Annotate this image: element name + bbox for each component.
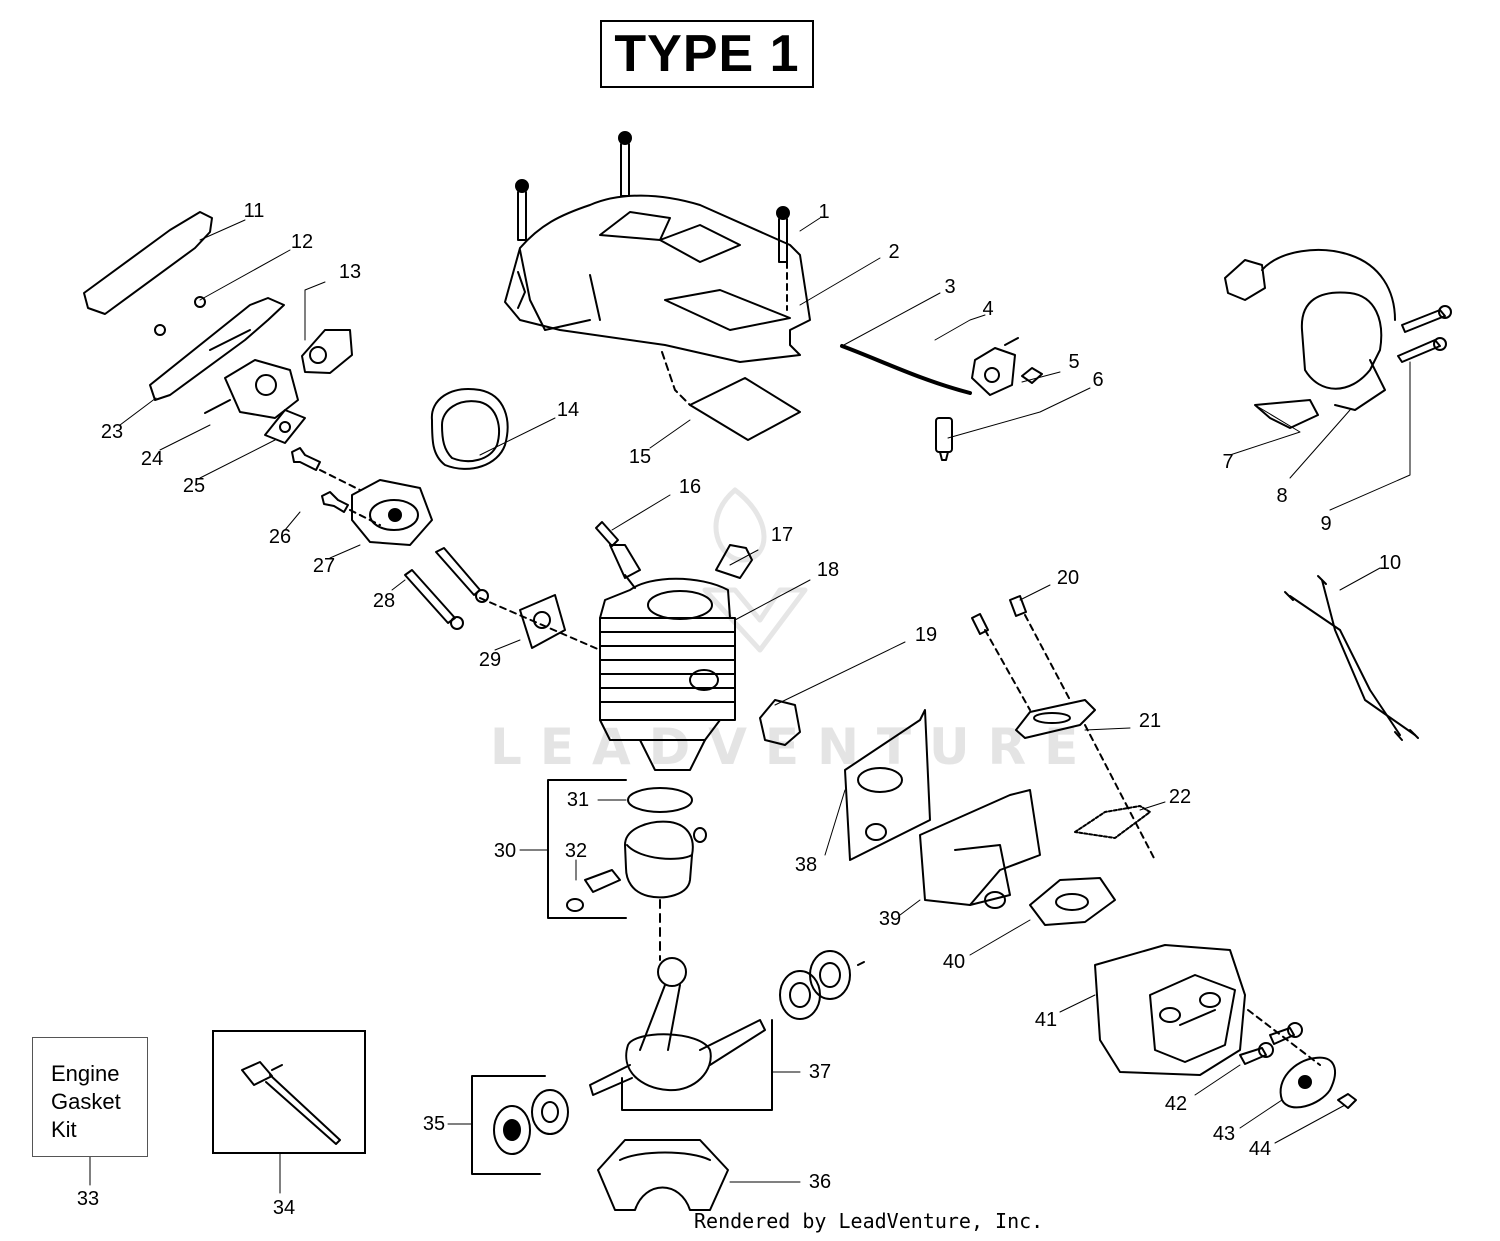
watermark-logo xyxy=(702,487,808,653)
callout-4[interactable]: 4 xyxy=(982,298,994,320)
part-20-screws xyxy=(971,595,1027,635)
part-43-plate xyxy=(1279,1056,1336,1109)
part-7-bracket xyxy=(1254,399,1319,429)
part-1-screws xyxy=(515,131,790,311)
part-10-wire-harness xyxy=(1284,575,1419,741)
part-15-decal xyxy=(689,377,801,441)
callout-7[interactable]: 7 xyxy=(1222,451,1234,473)
callout-38[interactable]: 38 xyxy=(794,854,818,876)
callout-33[interactable]: 33 xyxy=(76,1188,100,1210)
part-23-air-box xyxy=(149,296,285,401)
callout-41[interactable]: 41 xyxy=(1034,1009,1058,1031)
callout-37[interactable]: 37 xyxy=(808,1061,832,1083)
callout-2[interactable]: 2 xyxy=(888,241,900,263)
part-34-scrench-tool xyxy=(241,1061,341,1145)
part-38-heat-shield xyxy=(844,709,931,861)
callout-24[interactable]: 24 xyxy=(140,448,164,470)
part-8-ignition-module xyxy=(1224,249,1396,411)
render-credit-footer: Rendered by LeadVenture, Inc. xyxy=(694,1209,1044,1233)
callout-28[interactable]: 28 xyxy=(372,590,396,612)
callout-19[interactable]: 19 xyxy=(914,624,938,646)
callout-1[interactable]: 1 xyxy=(818,201,830,223)
part-14-intake-boot xyxy=(430,388,509,470)
part-36-crankcase-cap xyxy=(597,1139,729,1211)
part-42-bolts xyxy=(1239,1022,1303,1065)
callout-9[interactable]: 9 xyxy=(1320,513,1332,535)
part-18-cylinder xyxy=(599,577,736,771)
callout-6[interactable]: 6 xyxy=(1092,369,1104,391)
kit-label-line-1: Engine xyxy=(51,1061,120,1086)
callout-27[interactable]: 27 xyxy=(312,555,336,577)
part-22-spark-screen xyxy=(1074,805,1151,839)
part-2-cylinder-cover xyxy=(504,194,811,363)
part-3-fuel-line xyxy=(840,344,972,395)
part-32-piston-pin xyxy=(584,869,621,893)
callout-40[interactable]: 40 xyxy=(942,951,966,973)
callout-18[interactable]: 18 xyxy=(816,559,840,581)
part-30-piston-group xyxy=(547,779,707,961)
part-26-bolts xyxy=(291,447,381,526)
part-35-bearings xyxy=(471,1075,569,1175)
engine-gasket-kit-box: Engine Gasket Kit xyxy=(32,1037,148,1157)
callout-13[interactable]: 13 xyxy=(338,261,362,283)
watermark-text: LEADVENTURE xyxy=(490,718,1097,776)
callout-20[interactable]: 20 xyxy=(1056,567,1080,589)
scrench-tool-box xyxy=(212,1030,366,1154)
part-13-intake-elbow xyxy=(301,329,353,374)
callout-3[interactable]: 3 xyxy=(944,276,956,298)
part-37-bracket xyxy=(621,1019,773,1111)
part-6-fuel-filter xyxy=(935,417,953,461)
callout-22[interactable]: 22 xyxy=(1168,786,1192,808)
part-19-decomp-boot xyxy=(759,699,801,746)
callout-leaders xyxy=(89,217,1411,1194)
callout-25[interactable]: 25 xyxy=(182,475,206,497)
callout-44[interactable]: 44 xyxy=(1248,1138,1272,1160)
callout-11[interactable]: 11 xyxy=(243,200,265,222)
part-9-screws xyxy=(1397,305,1452,363)
part-17-cap xyxy=(715,544,753,579)
callout-39[interactable]: 39 xyxy=(878,908,902,930)
callout-10[interactable]: 10 xyxy=(1378,552,1402,574)
callout-16[interactable]: 16 xyxy=(678,476,702,498)
callout-12[interactable]: 12 xyxy=(290,231,314,253)
callout-29[interactable]: 29 xyxy=(478,649,502,671)
callout-31[interactable]: 31 xyxy=(566,789,590,811)
part-29-gasket xyxy=(519,594,566,649)
part-39-muffler-shield xyxy=(919,789,1041,909)
part-4-fuel-pickup xyxy=(971,337,1019,396)
callout-15[interactable]: 15 xyxy=(628,446,652,468)
callout-21[interactable]: 21 xyxy=(1138,710,1162,732)
part-25-gasket xyxy=(264,409,306,444)
part-44-nut xyxy=(1337,1093,1357,1109)
part-41-muffler xyxy=(1094,944,1246,1076)
callout-26[interactable]: 26 xyxy=(268,526,292,548)
kit-label-line-2: Gasket xyxy=(51,1089,121,1114)
callout-14[interactable]: 14 xyxy=(556,399,580,421)
callout-34[interactable]: 34 xyxy=(272,1197,296,1219)
callout-23[interactable]: 23 xyxy=(100,421,124,443)
part-40-gasket xyxy=(1029,877,1116,926)
kit-label-line-3: Kit xyxy=(51,1117,77,1142)
part-37-crankshaft xyxy=(589,950,865,1096)
callout-42[interactable]: 42 xyxy=(1164,1093,1188,1115)
callout-17[interactable]: 17 xyxy=(770,524,794,546)
callout-36[interactable]: 36 xyxy=(808,1171,832,1193)
part-28-long-bolts xyxy=(404,547,489,630)
callout-43[interactable]: 43 xyxy=(1212,1123,1236,1145)
callout-32[interactable]: 32 xyxy=(564,840,588,862)
callout-5[interactable]: 5 xyxy=(1068,351,1080,373)
part-21-bracket xyxy=(1015,699,1096,739)
callout-30[interactable]: 30 xyxy=(493,840,517,862)
callout-35[interactable]: 35 xyxy=(422,1113,446,1135)
part-31-ring xyxy=(627,787,693,813)
callout-8[interactable]: 8 xyxy=(1276,485,1288,507)
part-24-carburetor xyxy=(204,359,299,419)
diagram-type-title: TYPE 1 xyxy=(600,20,814,88)
part-16-spark-plug xyxy=(595,521,641,589)
part-27-intake-manifold xyxy=(351,479,433,546)
part-11-air-filter xyxy=(83,211,213,315)
